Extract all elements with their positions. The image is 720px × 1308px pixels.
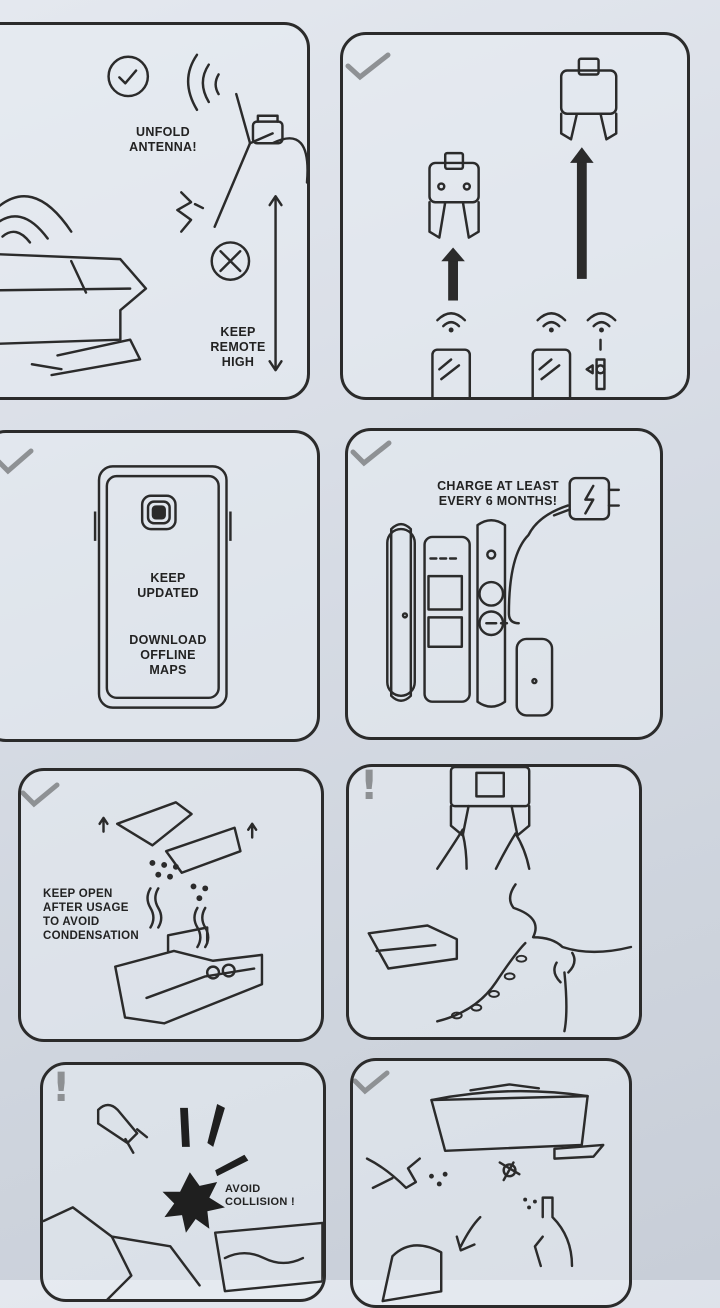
panel-cleaning bbox=[350, 1058, 632, 1308]
range-illustration bbox=[428, 57, 618, 397]
panel-keep-open: KEEP OPEN AFTER USAGE TO AVOID CONDENSAT… bbox=[18, 768, 324, 1042]
charging-illustration bbox=[386, 476, 620, 717]
avoid-collision-label: AVOID COLLISION ! bbox=[225, 1183, 295, 1208]
panel-app-update: KEEP UPDATED DOWNLOAD OFFLINE MAPS bbox=[0, 430, 320, 742]
open-hatch-illustration bbox=[98, 801, 264, 1025]
download-maps-label: DOWNLOAD OFFLINE MAPS bbox=[129, 633, 207, 677]
antenna-illustration bbox=[0, 53, 307, 377]
phone-illustration bbox=[93, 465, 232, 709]
keep-updated-label: KEEP UPDATED bbox=[137, 571, 199, 600]
weeds-illustration bbox=[367, 767, 633, 1033]
panel-range bbox=[340, 32, 690, 400]
keep-remote-high-label: KEEP REMOTE HIGH bbox=[210, 325, 266, 369]
panel-charge: CHARGE AT LEAST EVERY 6 MONTHS! bbox=[345, 428, 663, 740]
collision-illustration bbox=[43, 1103, 323, 1299]
panel-avoid-weeds bbox=[346, 764, 642, 1040]
charge-label: CHARGE AT LEAST EVERY 6 MONTHS! bbox=[437, 479, 559, 508]
keep-open-label: KEEP OPEN AFTER USAGE TO AVOID CONDENSAT… bbox=[43, 888, 140, 942]
panel-unfold-antenna: UNFOLD ANTENNA! KEEP REMOTE HIGH bbox=[0, 22, 310, 400]
panel-avoid-collision: AVOID COLLISION ! bbox=[40, 1062, 326, 1302]
cleaning-illustration bbox=[365, 1083, 605, 1303]
unfold-antenna-label: UNFOLD ANTENNA! bbox=[129, 125, 197, 154]
